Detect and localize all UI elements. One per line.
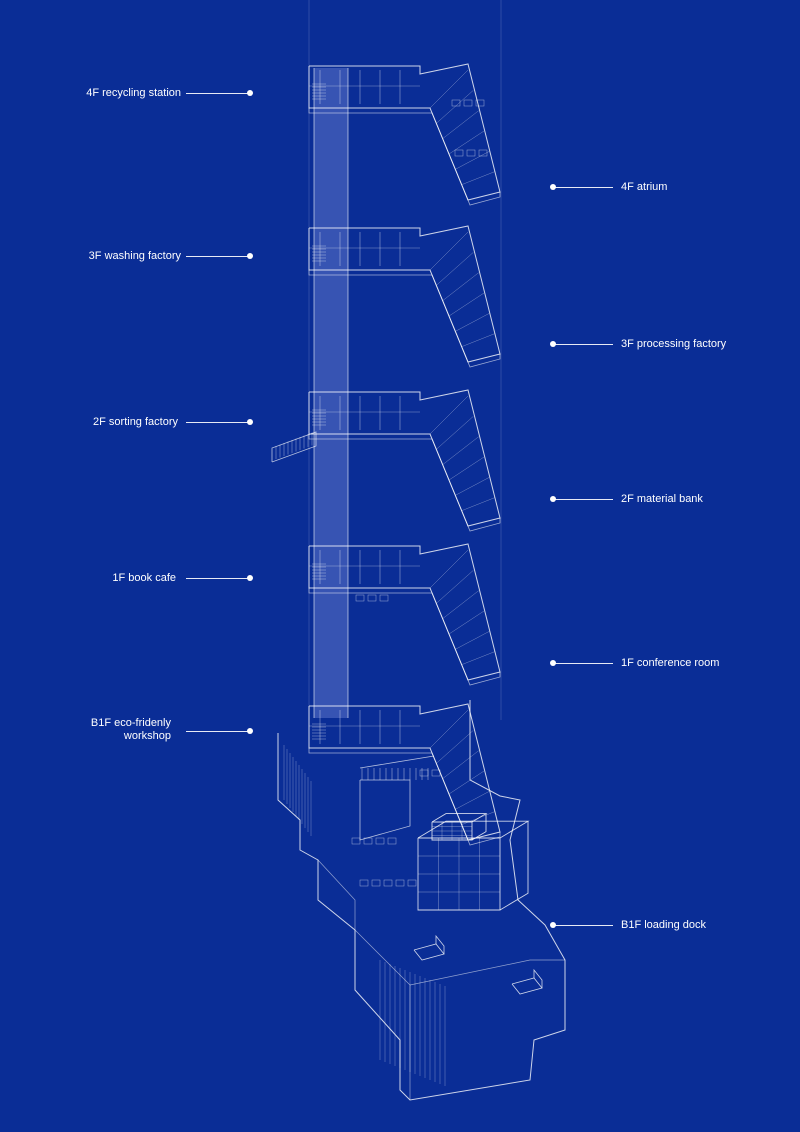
seating: [351, 837, 361, 845]
floor-3f-partition: [442, 272, 479, 301]
seating: [466, 149, 476, 157]
floor-2f-slab-edge: [308, 434, 501, 532]
basement-outline: [277, 700, 566, 1101]
floor-1f-partition: [448, 610, 485, 635]
seating: [375, 837, 385, 845]
floor-2f-partition: [442, 436, 479, 465]
floor-b1f-partition: [436, 730, 474, 764]
label-2f-material-bank: 2F material bank: [621, 493, 703, 505]
floor-1f-partition: [461, 651, 495, 665]
floor-b1f-partition: [455, 791, 490, 810]
seating: [383, 879, 393, 887]
glass-volume: [499, 821, 529, 911]
seating: [463, 99, 473, 107]
floor-3f-partition: [436, 252, 474, 286]
leader-line: [186, 731, 250, 732]
floor-2f-partition: [448, 456, 485, 481]
floor-b1f-partition: [429, 709, 469, 749]
floor-b1f-partition: [448, 770, 485, 795]
seating: [454, 149, 464, 157]
basement-edge: [354, 929, 411, 1100]
label-3f-processing-factory: 3F processing factory: [621, 338, 727, 350]
truck: [413, 943, 445, 961]
floor-1f-slab-edge: [308, 588, 501, 686]
floor-4f-partition: [455, 151, 490, 170]
truck: [435, 934, 445, 954]
leader-line: [553, 663, 613, 664]
leader-dot: [247, 728, 253, 734]
seating: [367, 594, 377, 602]
seating: [359, 879, 369, 887]
light-shaft: [314, 68, 348, 718]
basement-edge: [317, 859, 356, 930]
seating: [379, 594, 389, 602]
floor-4f-partition: [436, 90, 474, 124]
seating: [451, 99, 461, 107]
label-b1f-loading-dock: B1F loading dock: [621, 919, 706, 931]
leader-line: [186, 578, 250, 579]
label-3f-washing-factory: 3F washing factory: [88, 250, 181, 262]
seating: [387, 837, 397, 845]
roof-box: [471, 813, 487, 841]
floor-4f-partition: [429, 69, 469, 109]
floor-1f-partition: [436, 570, 474, 604]
floor-3f-partition: [429, 231, 469, 271]
seating: [431, 769, 441, 777]
courtyard: [359, 779, 411, 841]
floor-4f-partition: [461, 171, 495, 185]
floor-1f-partition: [455, 631, 490, 650]
floor-3f-slab-edge: [308, 270, 501, 368]
label-1f-book-cafe: 1F book cafe: [112, 572, 176, 584]
external-stair: [271, 431, 317, 463]
leader-line: [553, 925, 613, 926]
floor-3f-partition: [448, 292, 485, 317]
leader-dot: [247, 575, 253, 581]
leader-line: [553, 499, 613, 500]
leader-dot: [247, 90, 253, 96]
seating: [363, 837, 373, 845]
seating: [407, 879, 417, 887]
seating: [478, 149, 488, 157]
label-b1f-eco-friendly-workshop: B1F eco-fridenly workshop: [90, 717, 171, 742]
floor-2f-partition: [461, 497, 495, 511]
floor-1f-partition: [429, 549, 469, 589]
seating: [371, 879, 381, 887]
floor-4f-slab-edge: [308, 108, 501, 206]
label-2f-sorting-factory: 2F sorting factory: [93, 416, 178, 428]
floor-b1f-slab-edge: [308, 748, 501, 846]
floor-b1f-outline: [308, 703, 501, 841]
leader-dot: [247, 419, 253, 425]
leader-line: [186, 256, 250, 257]
floor-3f-partition: [461, 333, 495, 347]
leader-line: [186, 422, 250, 423]
floor-2f-partition: [455, 477, 490, 496]
seating: [419, 769, 429, 777]
leader-line: [553, 344, 613, 345]
leader-dot: [247, 253, 253, 259]
seating: [395, 879, 405, 887]
label-4f-recycling-station: 4F recycling station: [86, 87, 181, 99]
floor-2f-partition: [429, 395, 469, 435]
floor-3f-partition: [455, 313, 490, 332]
seating: [355, 594, 365, 602]
railing: [359, 755, 435, 769]
leader-line: [186, 93, 250, 94]
truck: [533, 968, 543, 988]
truck: [511, 977, 543, 995]
floor-1f-partition: [442, 590, 479, 619]
basement-edge: [409, 959, 565, 986]
floor-b1f-partition: [442, 750, 479, 779]
label-1f-conference-room: 1F conference room: [621, 657, 720, 669]
floor-2f-partition: [436, 416, 474, 450]
floor-4f-partition: [442, 110, 479, 139]
seating: [475, 99, 485, 107]
label-4f-atrium: 4F atrium: [621, 181, 668, 193]
leader-line: [553, 187, 613, 188]
roof-box: [431, 813, 488, 823]
